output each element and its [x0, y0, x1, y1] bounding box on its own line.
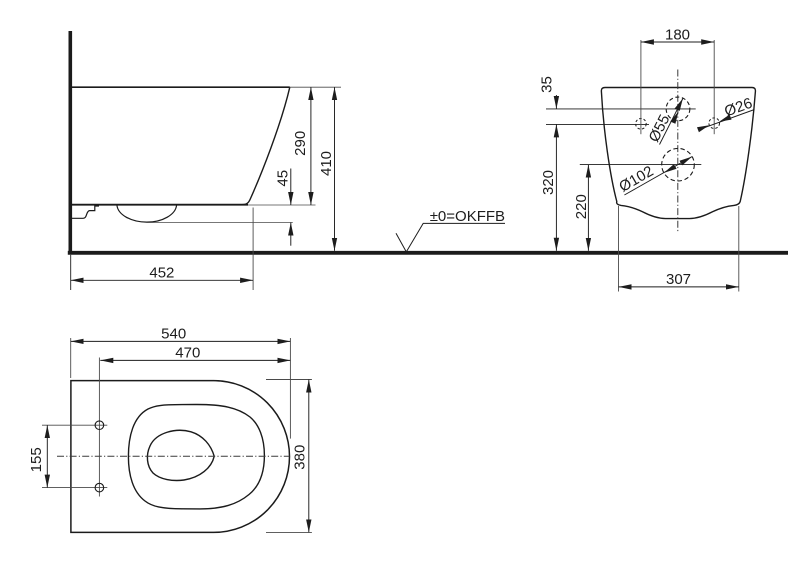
svg-text:452: 452: [149, 265, 174, 282]
svg-text:180: 180: [665, 26, 690, 43]
svg-text:307: 307: [666, 271, 691, 288]
svg-text:410: 410: [318, 151, 335, 176]
svg-text:320: 320: [540, 170, 557, 195]
svg-text:35: 35: [539, 76, 556, 93]
svg-text:380: 380: [292, 445, 309, 470]
svg-text:155: 155: [28, 447, 45, 472]
svg-text:Ø102: Ø102: [616, 163, 656, 196]
svg-text:±0=OKFFB: ±0=OKFFB: [430, 208, 505, 225]
svg-text:Ø26: Ø26: [722, 95, 754, 121]
svg-text:470: 470: [175, 345, 200, 362]
svg-text:290: 290: [292, 131, 309, 156]
svg-text:220: 220: [573, 194, 590, 219]
svg-text:540: 540: [161, 326, 186, 343]
svg-text:45: 45: [275, 170, 292, 187]
